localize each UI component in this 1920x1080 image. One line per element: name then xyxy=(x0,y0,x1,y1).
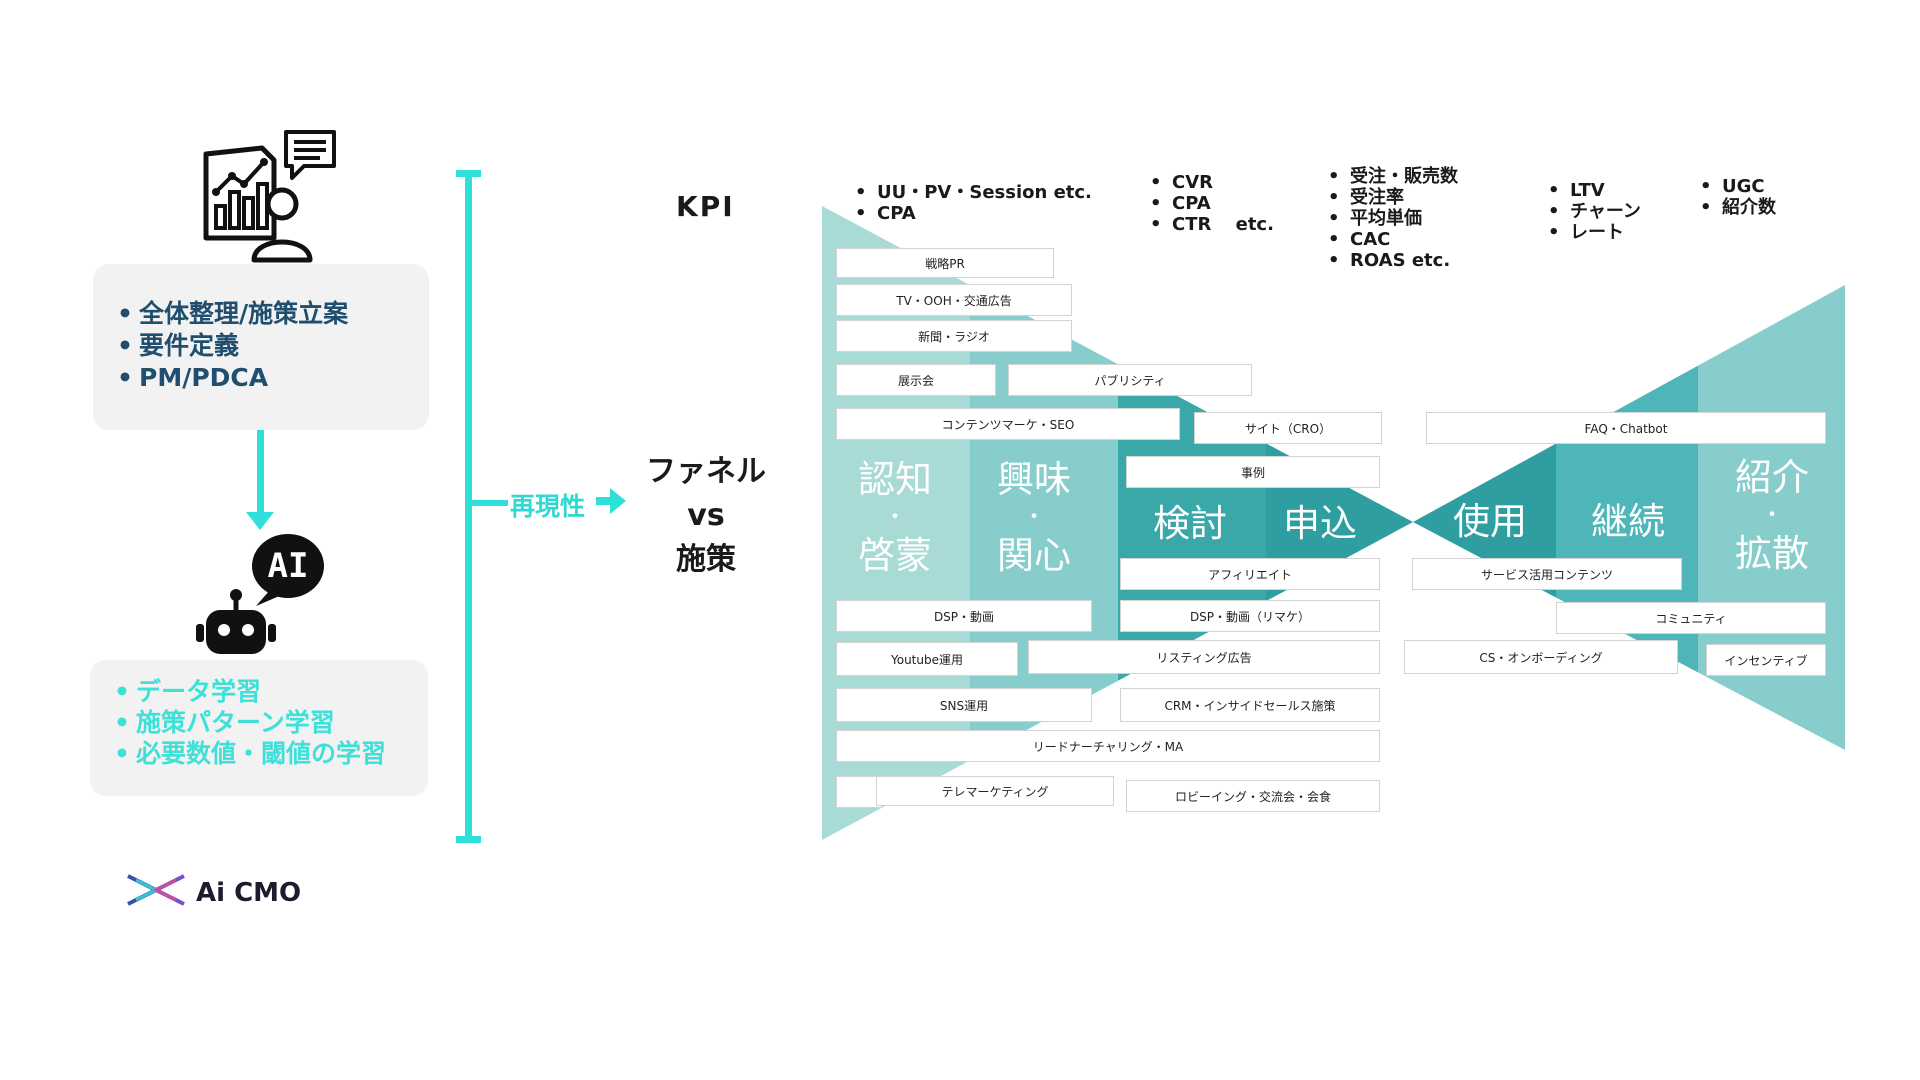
stage-separator: ・ xyxy=(1022,505,1045,530)
stage-label: 継続 xyxy=(1591,500,1665,543)
tactic-box: DSP・動画 xyxy=(836,600,1092,632)
bracket-middle xyxy=(470,500,508,506)
tactic-box: コンテンツマーケ・SEO xyxy=(836,408,1180,440)
strategy-card: 全体整理/施策立案 要件定義 PM/PDCA xyxy=(93,264,429,430)
stage-separator: ・ xyxy=(883,505,906,530)
card2-item: 必要数値・閾値の学習 xyxy=(114,738,386,769)
tactic-box: リードナーチャリング・MA xyxy=(836,730,1380,762)
tactic-box: テレマーケティング xyxy=(876,776,1114,806)
stage-application: 申込 xyxy=(1270,504,1370,544)
tactic-box: コミュニティ xyxy=(1556,602,1826,634)
tactic-box: CS・オンボーディング xyxy=(1404,640,1678,674)
kpi-item: UGC xyxy=(1700,176,1776,197)
tactic-box: 事例 xyxy=(1126,456,1380,488)
stage-label: 紹介 xyxy=(1735,456,1809,499)
card1-item: 全体整理/施策立案 xyxy=(117,298,348,330)
kpi-item: チャーン xyxy=(1548,201,1641,222)
card2-item: データ学習 xyxy=(114,676,386,707)
kpi-item: CAC xyxy=(1328,229,1458,250)
tactic-box: 展示会 xyxy=(836,364,996,396)
card2-item: 施策パターン学習 xyxy=(114,707,386,738)
down-arrow-icon xyxy=(257,430,264,516)
stage-awareness: 認知 ・ 啓蒙 xyxy=(845,460,945,576)
tactic-box: サービス活用コンテンツ xyxy=(1412,558,1682,590)
kpi-item: ROAS etc. xyxy=(1328,250,1458,271)
tactic-box: DSP・動画（リマケ） xyxy=(1120,600,1380,632)
tactic-box: インセンティブ xyxy=(1706,644,1826,676)
stage-label: 申込 xyxy=(1283,502,1357,545)
kpi-item: 受注・販売数 xyxy=(1328,166,1458,187)
ai-learning-card: データ学習 施策パターン学習 必要数値・閾値の学習 xyxy=(90,660,428,796)
stage-usage: 使用 xyxy=(1440,502,1540,542)
robot-icon xyxy=(196,589,276,654)
kpi-group-referral: UGC 紹介数 xyxy=(1700,176,1776,218)
kpi-item: CTR etc. xyxy=(1150,214,1274,235)
tactic-box: TV・OOH・交通広告 xyxy=(836,284,1072,316)
stage-label: 啓蒙 xyxy=(858,534,932,577)
kpi-label: KPI xyxy=(676,190,735,223)
stage-referral: 紹介 ・ 拡散 xyxy=(1722,458,1822,574)
tactic-box: Youtube運用 xyxy=(836,642,1018,676)
kpi-item: UU・PV・Session etc. xyxy=(855,182,1092,203)
stage-label: 使用 xyxy=(1453,500,1527,543)
tactic-box: CRM・インサイドセールス施策 xyxy=(1120,688,1380,722)
kpi-group-consideration: CVR CPA CTR etc. xyxy=(1150,172,1274,235)
kpi-item: CPA xyxy=(855,203,1092,224)
kpi-item: 紹介数 xyxy=(1700,197,1776,218)
stage-label: 認知 xyxy=(858,458,932,501)
tactic-box: リスティング広告 xyxy=(1028,640,1380,674)
ai-badge-label: AI xyxy=(267,546,309,586)
funnel-text: ファネル xyxy=(646,454,766,489)
ai-chat-bubble-icon xyxy=(252,534,324,606)
kpi-item: CVR xyxy=(1150,172,1274,193)
kpi-item: レート xyxy=(1548,222,1641,243)
kpi-group-retention: LTV チャーン レート xyxy=(1548,180,1641,243)
stage-continuation: 継続 xyxy=(1578,502,1678,542)
aicmo-logo-icon xyxy=(127,874,185,906)
stage-label: 拡散 xyxy=(1735,532,1809,575)
kpi-item: CPA xyxy=(1150,193,1274,214)
stage-separator: ・ xyxy=(1760,503,1783,528)
tactic-box: パブリシティ xyxy=(1008,364,1252,396)
funnel-vs-label: ファネル vs 施策 xyxy=(636,450,776,582)
kpi-item: 受注率 xyxy=(1328,187,1458,208)
vs-text: vs xyxy=(687,498,725,533)
bracket-top xyxy=(456,170,481,177)
stage-label: 興味 xyxy=(997,458,1071,501)
stage-interest: 興味 ・ 関心 xyxy=(984,460,1084,576)
right-arrow-icon xyxy=(596,488,626,514)
reproducibility-label: 再現性 xyxy=(510,492,586,521)
card1-item: PM/PDCA xyxy=(117,362,348,394)
down-arrow-head xyxy=(246,512,274,530)
card1-item: 要件定義 xyxy=(117,330,348,362)
tactic-box: SNS運用 xyxy=(836,688,1092,722)
tactic-box: アフィリエイト xyxy=(1120,558,1380,590)
tactic-text: 施策 xyxy=(676,542,736,577)
chat-bubble-icon xyxy=(284,130,336,180)
kpi-group-awareness: UU・PV・Session etc. CPA xyxy=(855,182,1092,224)
tactic-box: 戦略PR xyxy=(836,248,1054,278)
kpi-group-conversion: 受注・販売数 受注率 平均単価 CAC ROAS etc. xyxy=(1328,166,1458,271)
logo-text: Ai CMO xyxy=(196,878,302,908)
kpi-item: 平均単価 xyxy=(1328,208,1458,229)
kpi-item: LTV xyxy=(1548,180,1641,201)
stage-label: 検討 xyxy=(1153,502,1227,545)
tactic-box: 新聞・ラジオ xyxy=(836,320,1072,352)
stage-consideration: 検討 xyxy=(1140,504,1240,544)
user-icon xyxy=(251,187,313,263)
bracket-bottom xyxy=(456,836,481,843)
bracket-vertical xyxy=(465,172,472,840)
stage-label: 関心 xyxy=(997,534,1071,577)
tactic-box: ロビーイング・交流会・会食 xyxy=(1126,780,1380,812)
tactic-box: FAQ・Chatbot xyxy=(1426,412,1826,444)
tactic-box: サイト（CRO） xyxy=(1194,412,1382,444)
